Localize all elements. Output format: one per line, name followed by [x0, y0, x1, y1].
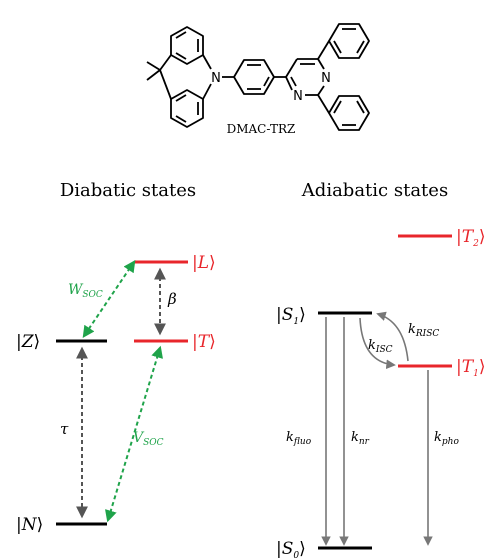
lower-phenyl-ring — [328, 95, 370, 131]
phenylene-ring — [233, 59, 275, 95]
triazine-upper-phenyl-bond — [317, 40, 330, 60]
k-nr-label: knr — [351, 430, 370, 447]
diabatic-panel: |L⟩ |T⟩ |Z⟩ |N⟩ WSOC VSOC β τ — [16, 253, 216, 535]
acridan-n-atom: N — [211, 71, 221, 86]
k-isc-arrow — [359, 317, 396, 370]
molecule-structure — [146, 23, 370, 131]
ket-T1: |T1⟩ — [456, 357, 485, 379]
k-fluo-label: kfluo — [286, 430, 312, 447]
ket-N: |N⟩ — [16, 515, 43, 535]
adiabatic-panel: |T2⟩ |S1⟩ |T1⟩ |S0⟩ kRISC kISC kfluo knr… — [276, 227, 485, 558]
w-soc-arrow — [82, 260, 136, 338]
triazine-n-atom-bottom: N — [293, 89, 303, 104]
k-risc-label: kRISC — [408, 322, 439, 339]
ket-T: |T⟩ — [192, 332, 216, 352]
ket-S0: |S0⟩ — [276, 539, 306, 558]
k-isc-label: kISC — [368, 338, 393, 355]
k-pho-label: kpho — [434, 430, 459, 447]
triazine-n-atom-right: N — [321, 71, 331, 86]
acridan-central-ring — [159, 54, 212, 100]
w-soc-label: WSOC — [68, 282, 103, 300]
molecule-name: DMAC-TRZ — [227, 122, 296, 136]
triazine-ring — [285, 58, 325, 96]
beta-label: β — [167, 290, 177, 308]
ket-Z: |Z⟩ — [16, 332, 40, 352]
methyl-bond-2 — [146, 69, 161, 81]
ket-S1: |S1⟩ — [276, 305, 306, 327]
upper-phenyl-ring — [328, 23, 370, 59]
adiabatic-heading: Adiabatic states — [301, 180, 448, 201]
v-soc-arrow — [105, 345, 163, 523]
diabatic-heading: Diabatic states — [60, 180, 196, 201]
tau-label: τ — [60, 420, 69, 438]
ket-L: |L⟩ — [192, 253, 216, 273]
v-soc-label: VSOC — [133, 430, 164, 448]
k-risc-arrow — [376, 311, 409, 362]
acridan-upper-benzo-ring — [170, 26, 204, 65]
triazine-lower-phenyl-bond — [317, 94, 330, 114]
acridan-lower-benzo-ring — [170, 89, 204, 128]
ket-T2: |T2⟩ — [456, 227, 485, 249]
methyl-bond-1 — [146, 61, 161, 71]
